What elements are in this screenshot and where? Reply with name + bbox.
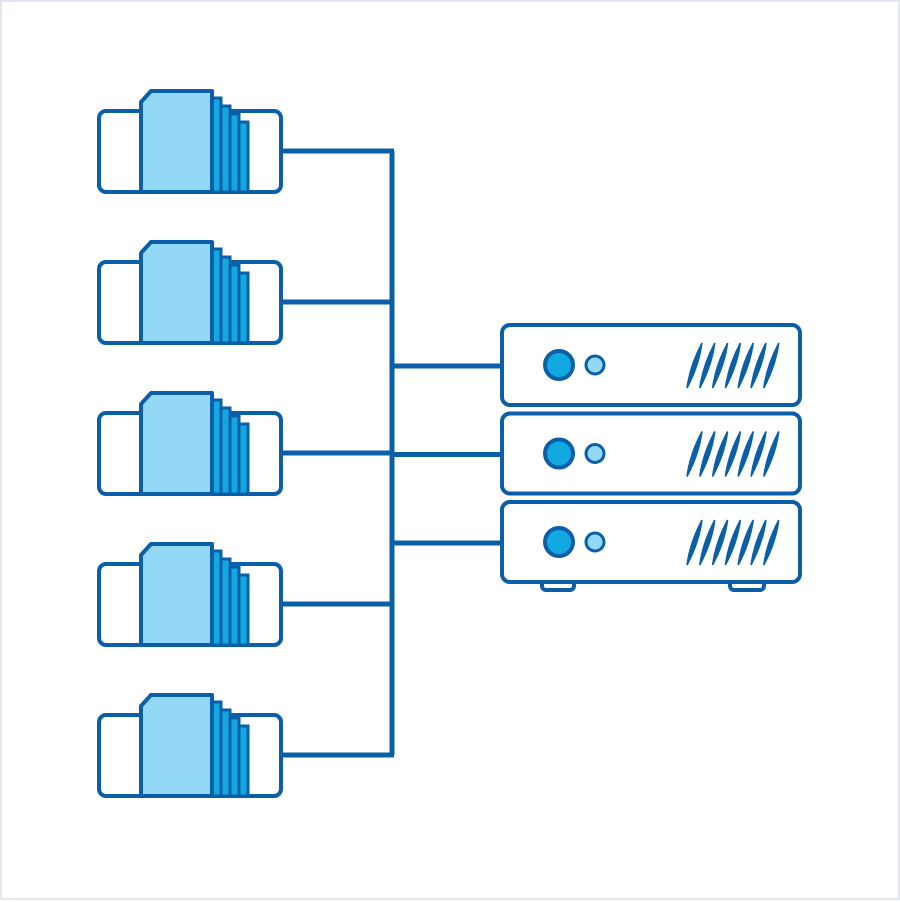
vent-slot-icon <box>699 342 716 389</box>
power-led-icon <box>543 349 575 381</box>
server-unit-icon <box>500 323 802 407</box>
status-led-icon <box>584 531 606 553</box>
vent-slot-icon <box>686 431 703 477</box>
status-led-icon <box>584 443 606 464</box>
vent-slot-icon <box>724 431 742 477</box>
server-unit-icon <box>500 500 802 584</box>
storage-drive-icon <box>97 89 283 194</box>
drive-card <box>139 89 214 194</box>
vent-slot-icon <box>711 519 729 566</box>
vent-slot-icon <box>699 519 716 566</box>
vent-slot-icon <box>724 342 742 389</box>
drive-card <box>139 542 214 647</box>
vent-slot-icon <box>737 431 754 477</box>
vent-slot-icon <box>750 342 767 389</box>
connector-lines <box>280 148 504 758</box>
storage-drive-icon <box>97 542 283 647</box>
vent-slot-icon <box>763 519 780 566</box>
vent-slot-icon <box>699 431 716 477</box>
vent-slot-icon <box>711 342 729 389</box>
storage-drive-icon <box>97 391 283 496</box>
vent-slot-icon <box>737 342 754 389</box>
vent-slot-icon <box>711 431 729 477</box>
vent-slot-icon <box>763 431 780 477</box>
vent-slot-icon <box>724 519 742 566</box>
vent-slot-icon <box>750 431 767 477</box>
power-led-icon <box>543 437 575 470</box>
vent-slot-icon <box>750 519 767 566</box>
vent-slot-icon <box>763 342 780 389</box>
drive-card <box>139 240 214 345</box>
vent-slot-icon <box>686 342 703 389</box>
storage-drive-icon <box>97 240 283 345</box>
vent-slot-icon <box>737 519 754 566</box>
drive-card <box>139 693 214 798</box>
storage-drive-icon <box>97 693 283 798</box>
server-unit-icon <box>500 411 802 496</box>
vent-slot-icon <box>686 519 703 566</box>
power-led-icon <box>543 526 575 558</box>
status-led-icon <box>584 354 606 376</box>
drive-card <box>139 391 214 496</box>
